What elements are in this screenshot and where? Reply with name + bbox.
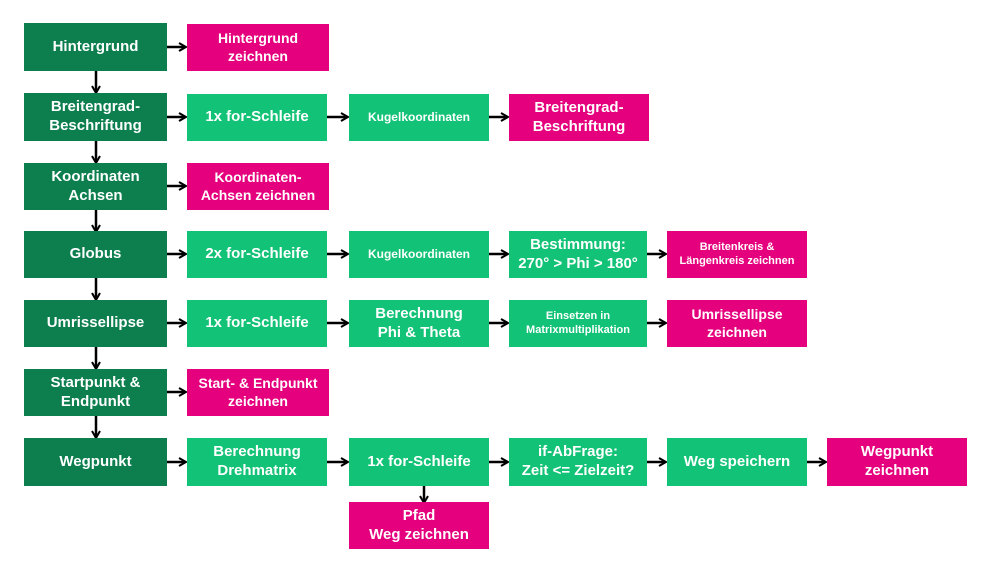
output-breitengrad: Breitengrad- Beschriftung: [509, 94, 649, 141]
step-kugelkoordinaten: Kugelkoordinaten: [349, 94, 489, 141]
output-wegpunkt: Wegpunkt zeichnen: [827, 438, 967, 486]
step-loop: 1x for-Schleife: [349, 438, 489, 486]
main-step-breitengrad: Breitengrad- Beschriftung: [24, 93, 167, 141]
step-kugelkoordinaten: Kugelkoordinaten: [349, 231, 489, 278]
step-bestimmung: Bestimmung: 270° > Phi > 180°: [509, 231, 647, 278]
main-step-koordinaten: Koordinaten Achsen: [24, 163, 167, 210]
main-step-umrissellipse: Umrissellipse: [24, 300, 167, 347]
step-loop: 2x for-Schleife: [187, 231, 327, 278]
output-pfad: Pfad Weg zeichnen: [349, 502, 489, 549]
main-step-startpunkt: Startpunkt & Endpunkt: [24, 369, 167, 416]
output-koordinaten-achsen: Koordinaten- Achsen zeichnen: [187, 163, 329, 210]
main-step-hintergrund: Hintergrund: [24, 23, 167, 71]
step-berechnung-drehmatrix: Berechnung Drehmatrix: [187, 438, 327, 486]
step-if-abfrage: if-AbFrage: Zeit <= Zielzeit?: [509, 438, 647, 486]
output-start-endpunkt: Start- & Endpunkt zeichnen: [187, 369, 329, 416]
step-matrixmultiplikation: Einsetzen in Matrixmultiplikation: [509, 300, 647, 347]
main-step-wegpunkt: Wegpunkt: [24, 438, 167, 486]
output-umrissellipse: Umrissellipse zeichnen: [667, 300, 807, 347]
step-loop: 1x for-Schleife: [187, 300, 327, 347]
step-weg-speichern: Weg speichern: [667, 438, 807, 486]
step-loop: 1x for-Schleife: [187, 94, 327, 141]
main-step-globus: Globus: [24, 231, 167, 278]
step-berechnung-phi-theta: Berechnung Phi & Theta: [349, 300, 489, 347]
output-globus: Breitenkreis & Längenkreis zeichnen: [667, 231, 807, 278]
output-hintergrund: Hintergrund zeichnen: [187, 24, 329, 71]
